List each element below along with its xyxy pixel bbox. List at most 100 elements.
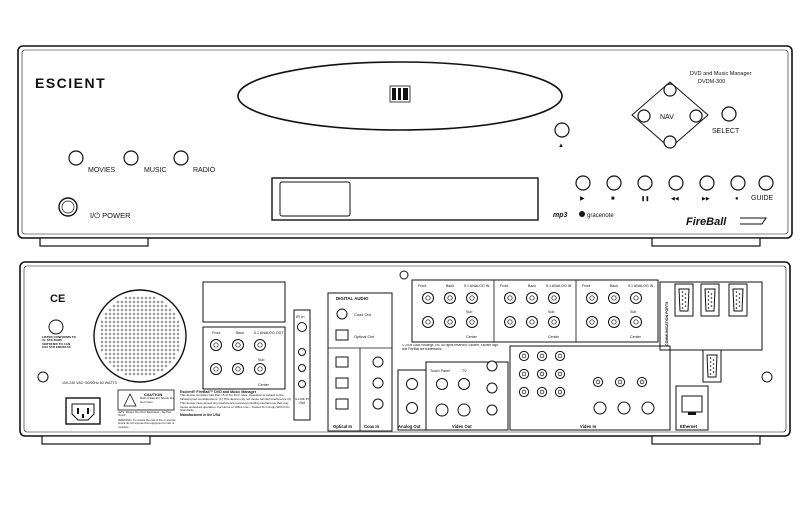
- svideo-in-port[interactable]: [617, 401, 631, 415]
- coax-in-jack-1[interactable]: [372, 356, 384, 368]
- fan-grille-hole: [132, 372, 136, 376]
- rca-jack[interactable]: [466, 316, 478, 328]
- rca-jack[interactable]: [504, 316, 516, 328]
- rca-jack[interactable]: [548, 292, 560, 304]
- rca-jack[interactable]: [518, 368, 530, 380]
- rca-jack[interactable]: [526, 316, 538, 328]
- rca-jack[interactable]: [536, 350, 548, 362]
- guide-button[interactable]: [758, 175, 774, 191]
- fan-grille-hole: [136, 296, 140, 300]
- serial-port-4[interactable]: [702, 349, 722, 383]
- fan-grille-hole: [164, 332, 168, 336]
- ir-in-jack[interactable]: [297, 322, 307, 332]
- radio-button[interactable]: [173, 150, 189, 166]
- nav-left-button[interactable]: [637, 109, 651, 123]
- video-out-jack[interactable]: [436, 378, 448, 390]
- select-button[interactable]: [721, 106, 737, 122]
- optical-in-port-3[interactable]: [335, 398, 349, 410]
- ir-out-jack-1[interactable]: [298, 348, 306, 356]
- coax-in-jack-3[interactable]: [372, 398, 384, 410]
- rca-jack[interactable]: [608, 292, 620, 304]
- pause-button[interactable]: [637, 175, 653, 191]
- rca-jack[interactable]: [422, 316, 434, 328]
- rca-jack[interactable]: [518, 350, 530, 362]
- rca-jack[interactable]: [232, 339, 244, 351]
- serial-pin: [738, 301, 741, 303]
- optical-in-port-1[interactable]: [335, 356, 349, 368]
- movies-button[interactable]: [68, 150, 84, 166]
- rca-jack[interactable]: [592, 376, 604, 388]
- next-button[interactable]: [699, 175, 715, 191]
- video-out-jack[interactable]: [458, 378, 470, 390]
- analog-out-right-jack[interactable]: [406, 402, 418, 414]
- eject-button[interactable]: [554, 122, 570, 138]
- serial-port-1[interactable]: [674, 283, 694, 317]
- serial-port-3[interactable]: [728, 283, 748, 317]
- fan-grille-hole: [156, 328, 160, 332]
- rca-jack[interactable]: [232, 363, 244, 375]
- rca-jack[interactable]: [548, 316, 560, 328]
- rca-jack[interactable]: [422, 292, 434, 304]
- optical-in-port-2[interactable]: [335, 377, 349, 389]
- serial-port-2[interactable]: [700, 283, 720, 317]
- stop-button[interactable]: [606, 175, 622, 191]
- rca-jack[interactable]: [586, 292, 598, 304]
- rca-jack[interactable]: [636, 376, 648, 388]
- power-button[interactable]: [58, 197, 78, 217]
- ir-out-jack-2[interactable]: [298, 364, 306, 372]
- rca-jack[interactable]: [254, 339, 266, 351]
- ir-out-jack-3[interactable]: [298, 380, 306, 388]
- fan-grille-hole: [108, 332, 112, 336]
- fan-grille-hole: [132, 308, 136, 312]
- component-out-jack[interactable]: [486, 360, 498, 372]
- svideo-in-port[interactable]: [593, 401, 607, 415]
- rca-jack[interactable]: [444, 316, 456, 328]
- nav-right-button[interactable]: [689, 109, 703, 123]
- rca-jack[interactable]: [536, 368, 548, 380]
- svideo-in-port[interactable]: [641, 401, 655, 415]
- coax-in-jack-2[interactable]: [372, 377, 384, 389]
- nav-down-button[interactable]: [663, 135, 677, 149]
- rca-jack[interactable]: [608, 316, 620, 328]
- optical-out-port[interactable]: [335, 329, 349, 341]
- rca-jack[interactable]: [554, 350, 566, 362]
- previous-button[interactable]: [668, 175, 684, 191]
- svideo-out-port[interactable]: [435, 403, 449, 417]
- rca-jack[interactable]: [630, 316, 642, 328]
- ac-inlet[interactable]: [65, 397, 101, 425]
- fan-grille-hole: [148, 300, 152, 304]
- rca-jack[interactable]: [526, 292, 538, 304]
- rca-jack[interactable]: [254, 363, 266, 375]
- rca-jack[interactable]: [554, 386, 566, 398]
- record-button[interactable]: [730, 175, 746, 191]
- play-button[interactable]: [575, 175, 591, 191]
- rca-jack[interactable]: [554, 368, 566, 380]
- analog-out-left-jack[interactable]: [406, 378, 418, 390]
- coax-out-jack[interactable]: [336, 308, 348, 320]
- comm-ports-block: COMMUNICATION PORTS: [659, 281, 763, 383]
- rca-jack-center: [633, 295, 639, 301]
- brand-logo: ESCIENT: [35, 75, 106, 91]
- fan-grille-hole: [176, 320, 180, 324]
- rca-jack[interactable]: [504, 292, 516, 304]
- nav-up-button[interactable]: [663, 83, 677, 97]
- fan-grille-hole: [148, 360, 152, 364]
- rca-jack[interactable]: [518, 386, 530, 398]
- rca-jack[interactable]: [210, 339, 222, 351]
- rca-jack[interactable]: [210, 363, 222, 375]
- component-out-jack[interactable]: [486, 382, 498, 394]
- rca-jack[interactable]: [614, 376, 626, 388]
- rca-jack[interactable]: [466, 292, 478, 304]
- rca-jack[interactable]: [536, 386, 548, 398]
- music-button[interactable]: [123, 150, 139, 166]
- rca-jack[interactable]: [444, 292, 456, 304]
- rca-jack[interactable]: [586, 316, 598, 328]
- fan-grille-hole: [148, 364, 152, 368]
- slink-label: S-Link IR Out: [295, 398, 309, 405]
- ethernet-port[interactable]: [681, 395, 703, 413]
- fan-grille-hole: [164, 316, 168, 320]
- svideo-out-port[interactable]: [457, 403, 471, 417]
- component-out-jack[interactable]: [486, 404, 498, 416]
- fan-grille-hole: [164, 356, 168, 360]
- rca-jack[interactable]: [630, 292, 642, 304]
